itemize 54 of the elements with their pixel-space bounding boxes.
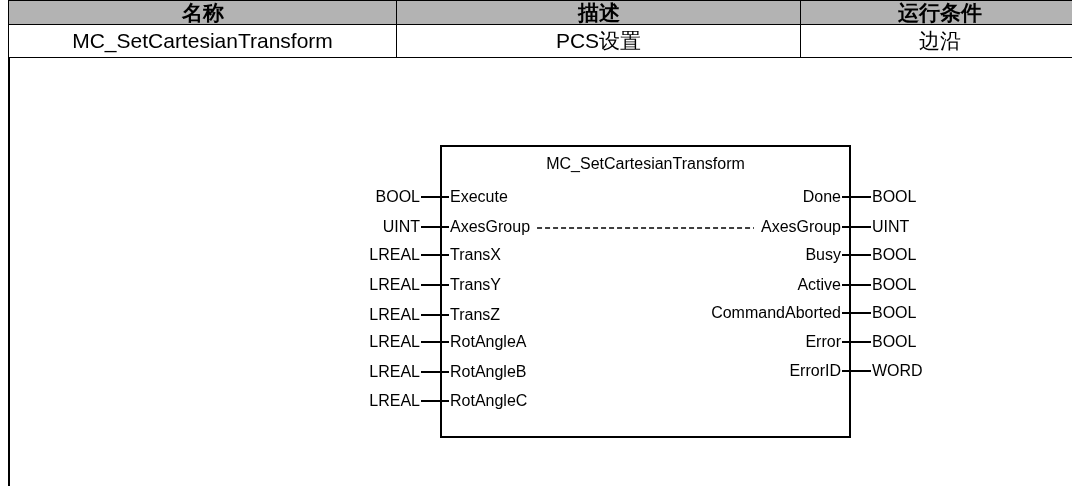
pin-line xyxy=(420,284,450,286)
output-pin-label: ErrorID xyxy=(789,362,841,380)
input-pin-label: AxesGroup xyxy=(450,218,531,236)
function-block xyxy=(440,145,851,438)
pin-line xyxy=(420,254,450,256)
pin-line xyxy=(420,196,450,198)
table-cell-text: MC_SetCartesianTransform xyxy=(72,29,333,53)
output-pin-label: AxesGroup xyxy=(760,218,841,236)
data-type-label: BOOL xyxy=(872,333,917,351)
data-type-label: LREAL xyxy=(369,333,420,351)
data-type-label: UINT xyxy=(872,218,910,236)
pin-line xyxy=(420,226,450,228)
input-pin-label: TransY xyxy=(450,276,501,294)
input-pin-label: RotAngleA xyxy=(450,333,527,351)
block-title: MC_SetCartesianTransform xyxy=(545,155,746,173)
pin-line xyxy=(420,400,450,402)
pin-line xyxy=(420,371,450,373)
data-type-label: BOOL xyxy=(872,304,917,322)
column-header: 名称 xyxy=(181,0,224,26)
pin-line xyxy=(841,370,872,372)
column-header: 运行条件 xyxy=(898,0,982,26)
input-pin-label: RotAngleC xyxy=(450,392,528,410)
pin-line xyxy=(420,341,450,343)
output-pin-label: CommandAborted xyxy=(711,304,841,322)
data-type-label: BOOL xyxy=(375,188,420,206)
output-pin-label: Error xyxy=(805,333,841,351)
input-pin-label: TransX xyxy=(450,246,501,264)
data-type-label: LREAL xyxy=(369,306,420,324)
pin-line xyxy=(420,314,450,316)
dashed-connector xyxy=(536,227,755,229)
pin-line xyxy=(841,341,872,343)
data-type-label: BOOL xyxy=(872,246,917,264)
data-type-label: BOOL xyxy=(872,276,917,294)
data-type-label: BOOL xyxy=(872,188,917,206)
table-cell-text: PCS设置 xyxy=(555,28,642,54)
input-pin-label: RotAngleB xyxy=(450,363,527,381)
data-type-label: LREAL xyxy=(369,363,420,381)
pin-line xyxy=(841,284,872,286)
input-pin-label: TransZ xyxy=(450,306,501,324)
data-type-label: LREAL xyxy=(369,276,420,294)
pin-line xyxy=(841,254,872,256)
pin-line xyxy=(841,312,872,314)
pin-line xyxy=(841,226,872,228)
column-header: 描述 xyxy=(577,0,620,26)
data-type-label: LREAL xyxy=(369,246,420,264)
table-cell-text: 边沿 xyxy=(919,28,961,54)
output-pin-label: Active xyxy=(797,276,841,294)
output-pin-label: Done xyxy=(802,188,841,206)
data-type-label: UINT xyxy=(382,218,420,236)
pin-line xyxy=(841,196,872,198)
input-pin-label: Execute xyxy=(450,188,508,206)
data-type-label: LREAL xyxy=(369,392,420,410)
output-pin-label: Busy xyxy=(805,246,841,264)
data-type-label: WORD xyxy=(872,362,923,380)
